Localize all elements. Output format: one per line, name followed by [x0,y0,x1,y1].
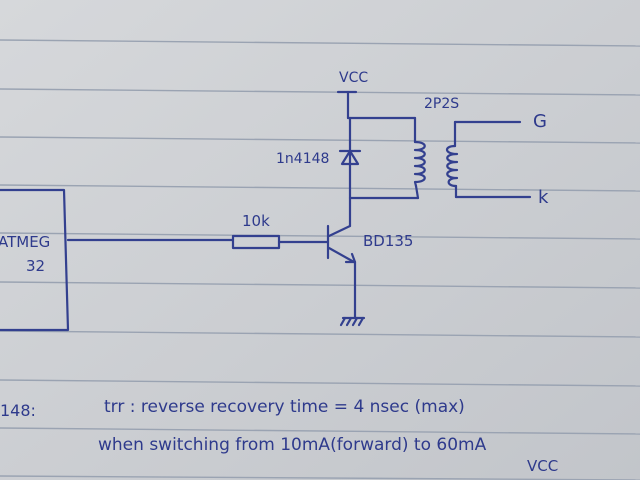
relay-coil [413,140,426,188]
resistor-label: 10k [242,212,270,230]
transistor-label: BD135 [363,232,413,250]
contact-g-label: G [533,111,547,132]
relay-label: 2P2S [424,96,459,112]
mcu-label-line1: ATMEG [0,233,50,251]
vcc-supply [336,90,358,120]
note-line1: trr : reverse recovery time = 4 nsec (ma… [104,397,465,417]
note-line2: when switching from 10mA(forward) to 60m… [98,435,487,455]
diode-1n4148 [338,149,362,166]
diode-label: 1n4148 [276,151,329,167]
atmega32-box [0,188,70,332]
ground-symbol [339,316,366,327]
ruled-lines [0,39,640,480]
contact-k-label: k [538,187,549,208]
note-vcc-bottom: VCC [527,457,558,475]
mcu-label-line2: 32 [26,257,45,275]
wire-coil-bottom [414,184,420,200]
relay-contact [445,120,532,199]
vcc-label: VCC [339,70,368,86]
resistor-10k [231,234,281,250]
note-diode-ref: 148: [0,401,36,420]
